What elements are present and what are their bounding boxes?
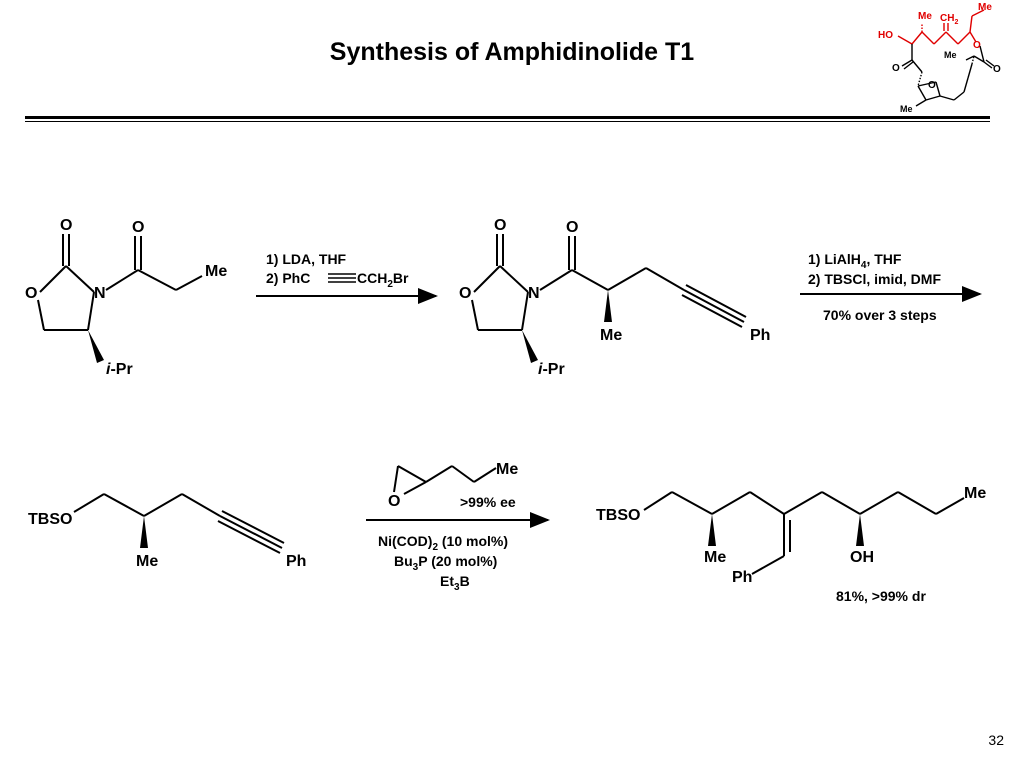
target-red-fragment <box>897 9 985 45</box>
target-ch2-label: CH2 <box>940 13 958 26</box>
oxaz2-n: N <box>528 285 540 302</box>
step2-reagent-line1: 1) LiAlH4, THF <box>808 251 902 271</box>
step2-reagent-line2: 2) TBSCl, imid, DMF <box>808 271 941 287</box>
target-me-lactone-label: Me <box>944 50 957 60</box>
product-me-left: Me <box>704 549 726 566</box>
product-oh: OH <box>850 549 874 566</box>
oxaz1-me: Me <box>205 263 227 280</box>
reaction-arrow-2: 1) LiAlH4, THF 2) TBSCl, imid, DMF 70% o… <box>800 251 982 323</box>
product-tbso: TBSO <box>596 507 640 524</box>
page-number: 32 <box>988 732 1004 748</box>
target-molecule-amphidinolide-t1: HO Me CH2 Me O O Me O O Me <box>878 2 1001 114</box>
oxaz2-o-acyl: O <box>566 219 578 236</box>
oxaz2-ph: Ph <box>750 327 770 344</box>
step1-reagent-line2-suffix: CCH2Br <box>357 270 409 290</box>
alkyne-ph: Ph <box>286 553 306 570</box>
oxaz1-o-acyl: O <box>132 219 144 236</box>
target-me-top-label: Me <box>918 11 932 22</box>
oxaz2-o-ring: O <box>459 285 471 302</box>
slide-title: Synthesis of Amphidinolide T1 <box>329 38 695 66</box>
step3-reagent-line2: Bu3P (20 mol%) <box>394 553 497 573</box>
target-ho-label: HO <box>878 30 893 41</box>
target-me-bottom-label: Me <box>900 104 913 114</box>
oxaz1-n: N <box>94 285 106 302</box>
oxaz2-o-carbonyl: O <box>494 217 506 234</box>
title-rule-thick <box>25 116 990 119</box>
title-rule-thin <box>25 121 990 122</box>
step1-reagent-line1: 1) LDA, THF <box>266 251 347 267</box>
step3-ee: >99% ee <box>460 494 516 510</box>
target-me-right-label: Me <box>978 2 992 13</box>
product-yield: 81%, >99% dr <box>836 588 926 604</box>
step3-reagent-line3: Et3B <box>440 573 470 593</box>
alkyne-me: Me <box>136 553 158 570</box>
epoxide-reagent: O Me <box>388 461 518 510</box>
alkylated-oxazolidinone: O O O N Me Ph i-Pr <box>459 217 770 378</box>
alkyne-tbso: TBSO <box>28 511 72 528</box>
oxaz2-ipr: i-Pr <box>538 361 565 378</box>
target-o-thf-label: O <box>928 80 936 91</box>
reaction-arrow-1: 1) LDA, THF 2) PhC CCH2Br <box>256 251 438 304</box>
step1-reagent-line2: 2) PhC <box>266 270 310 286</box>
reaction-arrow-3: O Me >99% ee Ni(COD)2 (10 mol%) Bu3P (20… <box>366 461 550 593</box>
oxaz2-me: Me <box>600 327 622 344</box>
oxazolidinone-starting-material: O O O N Me i-Pr <box>25 217 227 378</box>
target-o-ring-label: O <box>973 40 981 51</box>
step2-yield: 70% over 3 steps <box>823 307 937 323</box>
oxaz1-o-carbonyl: O <box>60 217 72 234</box>
step3-reagent-line1: Ni(COD)2 (10 mol%) <box>378 533 508 553</box>
epoxide-o: O <box>388 493 400 510</box>
oxaz1-ipr: i-Pr <box>106 361 133 378</box>
product-me-right: Me <box>964 485 986 502</box>
epoxide-me: Me <box>496 461 518 478</box>
coupling-product: TBSO Me Me Ph OH 81%, >99% dr <box>596 485 986 604</box>
product-ph: Ph <box>732 569 752 586</box>
target-o-ketone-label: O <box>892 63 900 74</box>
oxaz1-o-ring: O <box>25 285 37 302</box>
tbs-protected-alkyne: TBSO Me Ph <box>28 493 306 570</box>
target-o-lactone-label: O <box>993 64 1001 75</box>
